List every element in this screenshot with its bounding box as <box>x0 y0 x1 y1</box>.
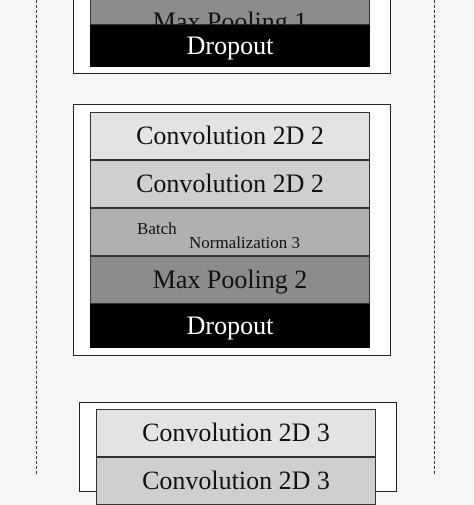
convolution-2d-3b-layer: Convolution 2D 3 <box>96 457 376 505</box>
convolution-2d-2a-label: Convolution 2D 2 <box>136 121 324 150</box>
dropout-2-layer: Dropout <box>90 304 370 348</box>
dropout-1-label: Dropout <box>186 31 274 60</box>
dropout-1-layer: Dropout <box>90 25 370 67</box>
max-pooling-2-layer: Max Pooling 2 <box>90 256 370 304</box>
outer-container-right-border <box>434 0 435 474</box>
batch-normalization-3-label-line2: Normalization 3 <box>189 233 300 252</box>
convolution-2d-3a-label: Convolution 2D 3 <box>142 418 330 447</box>
batch-normalization-3-layer: Batch Normalization 3 <box>90 208 370 256</box>
convolution-2d-3b-label: Convolution 2D 3 <box>142 466 330 495</box>
batch-normalization-3-label-line1: Batch <box>137 219 177 238</box>
convolution-2d-2b-layer: Convolution 2D 2 <box>90 160 370 208</box>
block-2-group: Convolution 2D 2 Convolution 2D 2 Batch … <box>73 104 391 356</box>
convolution-2d-2b-label: Convolution 2D 2 <box>136 169 324 198</box>
dropout-2-label: Dropout <box>186 311 274 340</box>
block-1-group: Max Pooling 1 Dropout <box>73 0 391 74</box>
max-pooling-2-label: Max Pooling 2 <box>152 265 308 294</box>
max-pooling-1-layer: Max Pooling 1 <box>90 0 370 36</box>
convolution-2d-3a-layer: Convolution 2D 3 <box>96 409 376 457</box>
convolution-2d-2a-layer: Convolution 2D 2 <box>90 112 370 160</box>
block-3-group: Convolution 2D 3 Convolution 2D 3 <box>79 402 397 505</box>
outer-container-left-border <box>36 0 37 474</box>
